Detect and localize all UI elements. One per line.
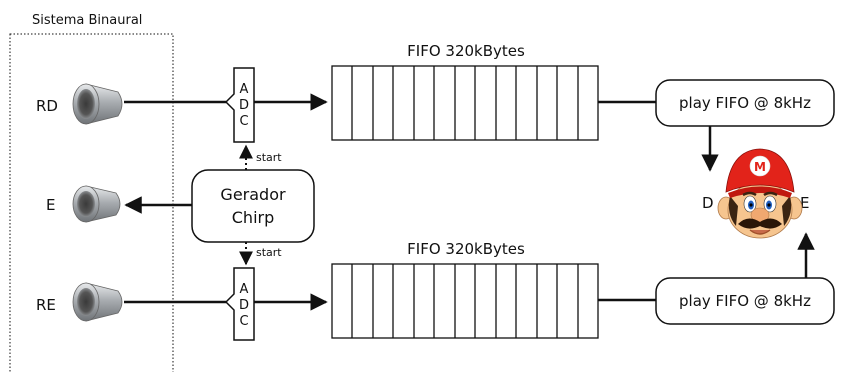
- start-label-top: start: [256, 151, 282, 164]
- generator-line1: Gerador: [220, 185, 286, 204]
- emitter-icon: [73, 186, 120, 222]
- mic-re-icon: [73, 283, 122, 321]
- fifo-bottom-label: FIFO 320kBytes: [407, 240, 525, 258]
- generator-line2: Chirp: [232, 208, 275, 227]
- fifo-top-label: FIFO 320kBytes: [407, 42, 525, 60]
- mic-re-label: RE: [36, 296, 56, 314]
- mic-rd-icon: [73, 84, 122, 124]
- start-label-bottom: start: [256, 246, 282, 259]
- adc-bottom-letter-a: A: [240, 282, 249, 297]
- adc-bottom-letter-d: D: [239, 298, 249, 313]
- adc-top-letter-d: D: [239, 98, 249, 113]
- mario-head-icon: M: [718, 149, 802, 238]
- play-fifo-top-label: play FIFO @ 8kHz: [679, 94, 811, 112]
- adc-bottom-letter-c: C: [239, 314, 248, 329]
- system-label: Sistema Binaural: [32, 13, 142, 28]
- mic-rd-label: RD: [36, 97, 58, 115]
- fifo-top-buffer: [332, 66, 598, 140]
- fifo-bottom-buffer: [332, 264, 598, 338]
- adc-top-letter-a: A: [240, 82, 249, 97]
- emitter-label: E: [46, 196, 55, 214]
- chirp-generator-box: [192, 170, 314, 242]
- adc-top-letter-c: C: [239, 114, 248, 129]
- play-fifo-bottom-label: play FIFO @ 8kHz: [679, 292, 811, 310]
- mario-cap-letter: M: [754, 160, 766, 174]
- ear-right-label: D: [702, 194, 714, 212]
